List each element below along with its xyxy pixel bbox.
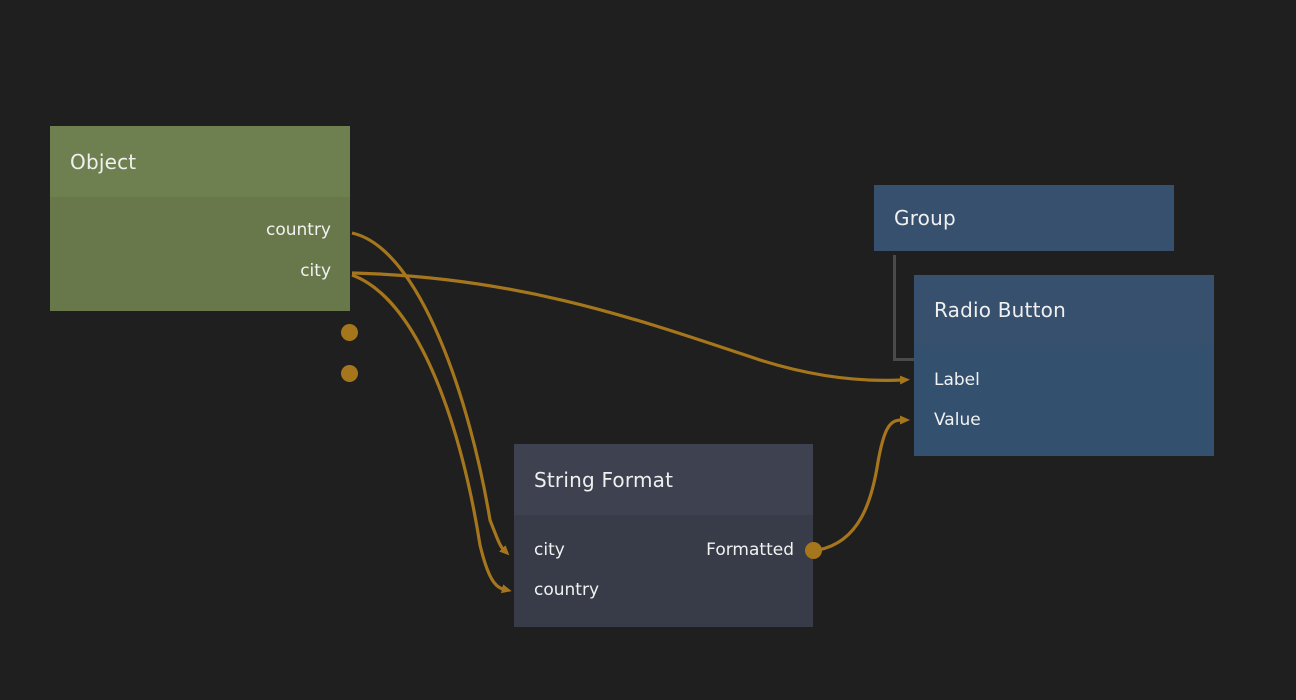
- port-label-country: country: [265, 220, 331, 240]
- edge-string-format-formatted-to-radio-button-value: [817, 415, 910, 552]
- group-child-bracket: [893, 255, 915, 361]
- port-string-format-input-country[interactable]: country: [534, 579, 599, 601]
- port-dot-string-format-formatted[interactable]: [805, 542, 822, 559]
- port-object-output-country[interactable]: country: [266, 219, 331, 241]
- port-label-value: Value: [934, 410, 981, 430]
- port-label-city: city: [300, 261, 331, 281]
- port-dot-object-city[interactable]: [341, 365, 358, 382]
- port-dot-object-country[interactable]: [341, 324, 358, 341]
- port-label-label: Label: [934, 370, 980, 390]
- node-radio-button-title: Radio Button: [914, 275, 1214, 345]
- port-radio-button-input-label[interactable]: Label: [934, 369, 980, 391]
- node-radio-button[interactable]: Radio Button Label Value: [914, 275, 1214, 456]
- node-object-title: Object: [50, 126, 350, 197]
- node-group-title: Group: [874, 185, 1174, 251]
- port-radio-button-input-value[interactable]: Value: [934, 409, 981, 431]
- edge-object-city-to-string-format-country: [351, 273, 512, 594]
- node-group[interactable]: Group: [874, 185, 1174, 251]
- node-object[interactable]: Object country city: [50, 126, 358, 382]
- node-radio-button-body: Label Value: [914, 345, 1214, 456]
- port-label-country-in: country: [534, 580, 600, 600]
- node-object-body: country city: [50, 197, 350, 311]
- node-string-format[interactable]: String Format city country Formatted: [514, 444, 822, 627]
- edge-object-country-to-string-format-city: [351, 231, 510, 556]
- edge-object-city-to-radio-button-label: [351, 271, 910, 385]
- node-string-format-body: city country Formatted: [514, 515, 813, 627]
- port-string-format-input-city[interactable]: city: [534, 539, 565, 561]
- port-label-city-in: city: [534, 540, 565, 560]
- port-string-format-output-formatted[interactable]: Formatted: [706, 539, 794, 561]
- port-label-formatted: Formatted: [706, 540, 794, 560]
- port-object-output-city[interactable]: city: [300, 260, 331, 282]
- node-string-format-title: String Format: [514, 444, 813, 515]
